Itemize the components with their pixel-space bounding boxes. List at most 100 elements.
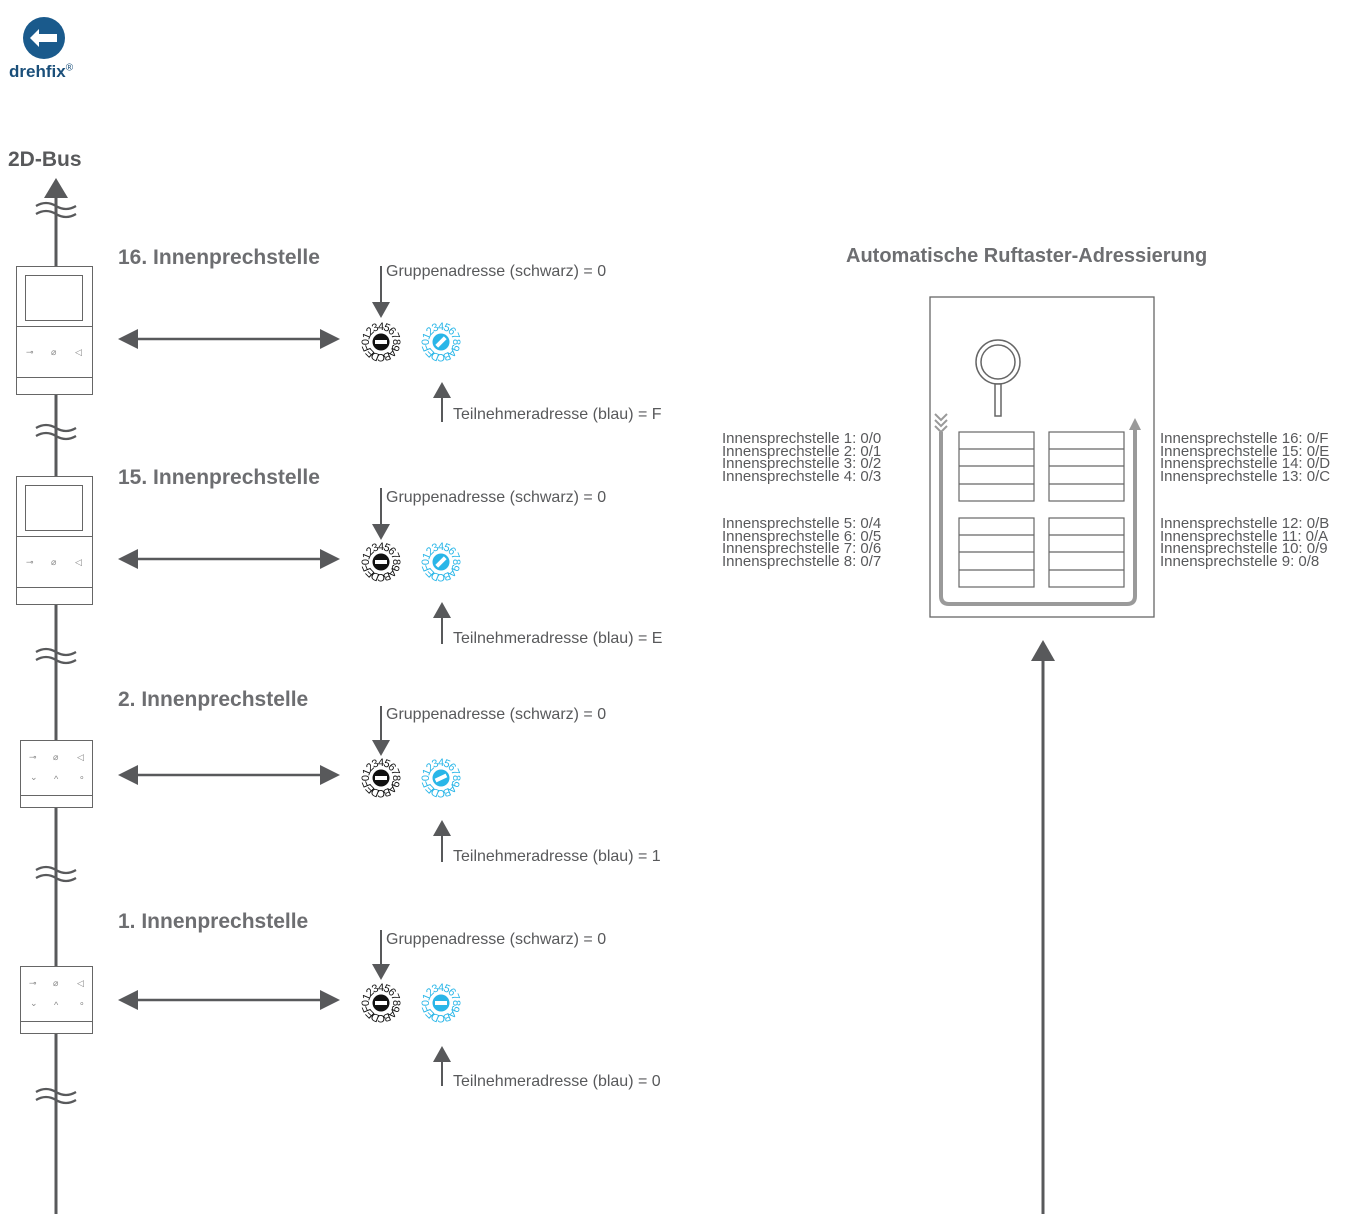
svg-text:F: F	[420, 1003, 434, 1014]
svg-text:F: F	[420, 778, 434, 789]
svg-text:B: B	[381, 785, 392, 799]
group-pointer-arrows	[372, 266, 390, 980]
indoor-station-15-device[interactable]: ⊸ ⌀ ◁	[16, 476, 93, 605]
svg-text:8: 8	[390, 559, 402, 565]
svg-text:3: 3	[370, 321, 380, 334]
group-address-label: Gruppenadresse (schwarz) = 0	[386, 706, 607, 723]
list-item: Innensprechstelle 13: 0/C	[1160, 467, 1331, 485]
group-address-label: Gruppenadresse (schwarz) = 0	[386, 489, 607, 506]
svg-text:9: 9	[388, 343, 401, 353]
device-link-arrows	[118, 329, 340, 1010]
list-item: Innensprechstelle 2: 0/1	[722, 442, 882, 460]
svg-text:C: C	[377, 351, 385, 363]
svg-text:8: 8	[450, 1000, 462, 1006]
svg-text:B: B	[381, 569, 392, 583]
svg-text:9: 9	[448, 1004, 461, 1014]
svg-text:5: 5	[442, 982, 452, 995]
indoor-station-2-device[interactable]: ⊸ ⌀ ◁ ⌄ ^ ∘	[20, 740, 93, 808]
svg-text:1: 1	[360, 992, 373, 1002]
svg-text:7: 7	[388, 551, 401, 561]
svg-text:8: 8	[450, 775, 462, 781]
svg-text:F: F	[360, 562, 374, 573]
left-list-top: Innensprechstelle 1: 0/0 Innensprechstel…	[722, 430, 882, 483]
station-title: 2. Innenprechstelle	[118, 688, 309, 711]
svg-text:F: F	[420, 342, 434, 353]
svg-text:0: 0	[360, 775, 372, 781]
svg-text:C: C	[437, 1012, 445, 1024]
back-arrow-icon	[23, 17, 65, 59]
svg-text:B: B	[381, 349, 392, 363]
svg-text:C: C	[377, 787, 385, 799]
device-screen	[25, 485, 83, 531]
svg-text:C: C	[437, 351, 445, 363]
svg-text:1: 1	[420, 551, 433, 561]
svg-text:5: 5	[442, 541, 452, 554]
svg-text:4: 4	[438, 541, 444, 553]
svg-text:D: D	[429, 785, 441, 799]
svg-text:0: 0	[420, 559, 432, 565]
svg-text:3: 3	[370, 757, 380, 770]
svg-text:1: 1	[420, 331, 433, 341]
chevron-down-icon: ⌄	[30, 772, 38, 782]
bus-label: 2D-Bus	[8, 148, 82, 171]
participant-address-label: Teilnehmeradresse (blau) = 0	[453, 1073, 661, 1090]
svg-text:F: F	[360, 342, 374, 353]
svg-text:8: 8	[450, 559, 462, 565]
svg-text:9: 9	[448, 563, 461, 573]
svg-text:4: 4	[378, 757, 384, 769]
list-item: Innensprechstelle 1: 0/0	[722, 430, 882, 447]
start-feather-icon	[934, 413, 948, 434]
svg-text:F: F	[420, 562, 434, 573]
svg-text:3: 3	[370, 982, 380, 995]
dot-icon: ∘	[79, 998, 85, 1008]
svg-text:7: 7	[448, 331, 461, 341]
svg-text:7: 7	[448, 992, 461, 1002]
svg-text:9: 9	[388, 1004, 401, 1014]
bus-arrow-up	[44, 178, 68, 198]
svg-text:4: 4	[438, 982, 444, 994]
logo-registered: ®	[65, 62, 74, 74]
svg-text:1: 1	[420, 992, 433, 1002]
right-list-bottom: Innensprechstelle 12: 0/B Innensprechste…	[1160, 516, 1329, 568]
indoor-station-1-device[interactable]: ⊸ ⌀ ◁ ⌄ ^ ∘	[20, 966, 93, 1034]
participant-address-label: Teilnehmeradresse (blau) = 1	[453, 848, 661, 865]
svg-text:5: 5	[442, 757, 452, 770]
svg-text:5: 5	[442, 321, 452, 334]
device-screen	[25, 275, 83, 321]
svg-text:D: D	[369, 349, 381, 363]
addressing-order-path	[939, 428, 1137, 606]
list-item: Innensprechstelle 6: 0/5	[722, 527, 882, 545]
svg-text:7: 7	[448, 767, 461, 777]
svg-text:5: 5	[382, 541, 392, 554]
magnifier-icon	[975, 339, 1021, 417]
list-item: Innensprechstelle 3: 0/2	[722, 455, 882, 473]
indoor-station-16-device[interactable]: ⊸ ⌀ ◁	[16, 266, 93, 395]
svg-text:B: B	[441, 1010, 452, 1024]
svg-text:1: 1	[360, 331, 373, 341]
group-address-label: Gruppenadresse (schwarz) = 0	[386, 263, 607, 280]
svg-text:0: 0	[360, 339, 372, 345]
dot-icon: ∘	[79, 772, 85, 782]
station-title: 16. Innenprechstelle	[118, 246, 320, 269]
svg-text:3: 3	[430, 321, 440, 334]
svg-text:C: C	[377, 1012, 385, 1024]
logo-brand: drehfix	[9, 62, 66, 81]
drehfix-logo[interactable]: drehfix®	[6, 14, 76, 84]
key-icon: ⊸	[29, 752, 37, 762]
speaker-icon: ◁	[75, 557, 82, 567]
svg-text:C: C	[377, 571, 385, 583]
svg-text:4: 4	[378, 541, 384, 553]
svg-text:4: 4	[378, 321, 384, 333]
bus-break-marks	[35, 201, 77, 1105]
svg-text:D: D	[429, 1010, 441, 1024]
